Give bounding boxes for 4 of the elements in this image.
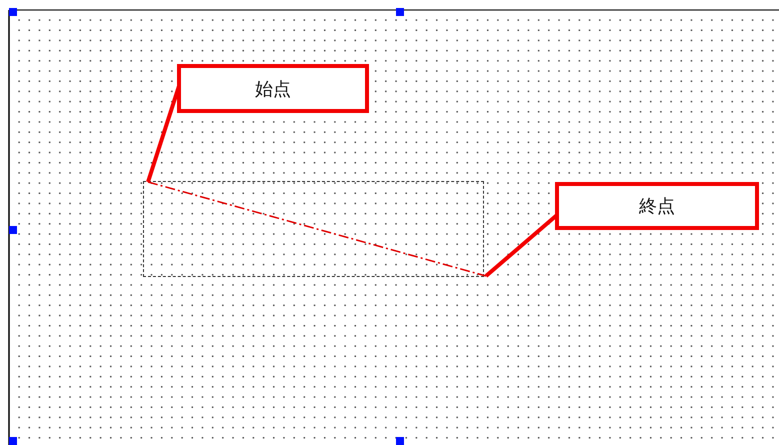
callout-text: 始点 (255, 78, 291, 100)
callout-text: 終点 (639, 195, 675, 218)
callout-box (555, 182, 759, 230)
callout-box (177, 64, 369, 113)
